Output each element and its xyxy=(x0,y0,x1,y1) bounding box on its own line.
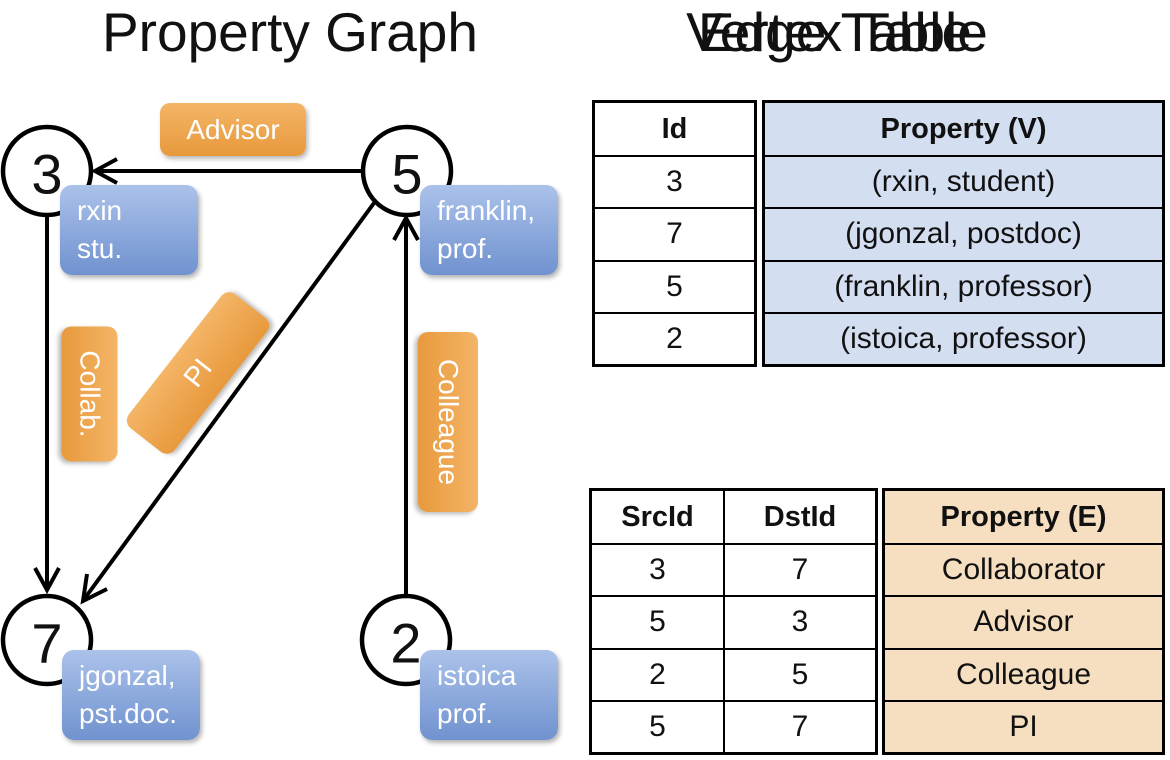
edge-table-title: Edge Table xyxy=(697,1,973,63)
edge-line-5-7 xyxy=(83,201,376,600)
vertex-table-id-header: Id xyxy=(661,112,688,145)
edge-label-advisor: Advisor xyxy=(160,103,306,156)
vertex-prop-box-5: franklin, prof. xyxy=(420,185,558,275)
vertex-table-property-header: Property (V) xyxy=(880,112,1047,145)
edge-table-property-cell: Colleague xyxy=(885,647,1162,700)
edge-label-colleague: Colleague xyxy=(418,332,478,512)
vertex-prop-line: prof. xyxy=(437,698,494,729)
vertex-prop-box-3: rxin stu. xyxy=(60,185,198,275)
edge-table-dst-cell: 3 xyxy=(723,595,875,648)
vertex-prop-line: rxin xyxy=(77,195,123,226)
edge-table-property-header: Property (E) xyxy=(940,500,1107,533)
vertex-prop-line: franklin, xyxy=(437,195,536,226)
vertex-prop-line: pst.doc. xyxy=(79,698,178,729)
arrowhead-into-7-right xyxy=(80,573,108,605)
edge-table-src-cell: 3 xyxy=(592,543,723,595)
arrowhead-into-3 xyxy=(90,157,118,185)
edge-table-dst-header: DstId xyxy=(723,491,875,544)
node-2-id: 2 xyxy=(390,611,422,675)
node-7-id: 7 xyxy=(31,611,63,675)
property-graph-title: Property Graph xyxy=(101,1,478,63)
edge-table-src-cell: 5 xyxy=(592,595,723,647)
vertex-table-property-cell: (jgonzal, postdoc) xyxy=(765,207,1162,259)
arrowhead-into-7-left xyxy=(33,567,61,595)
vertex-table-id-cell: 7 xyxy=(595,207,754,259)
vertex-table-property-cell: (franklin, professor) xyxy=(765,259,1162,312)
edge-table-property-cell: Collaborator xyxy=(885,543,1162,595)
vertex-prop-box-7: jgonzal, pst.doc. xyxy=(62,650,200,740)
edge-table-property-column: Property (E) Collaborator Advisor Collea… xyxy=(882,488,1165,755)
edge-table-dst-cell: 7 xyxy=(723,543,875,596)
edge-table-src-cell: 5 xyxy=(592,699,723,752)
vertex-table-title: Vertex Table xyxy=(686,1,988,63)
vertex-prop-line: istoica xyxy=(437,660,517,691)
vertex-prop-box-2: istoica prof. xyxy=(420,650,558,740)
vertex-prop-line: prof. xyxy=(437,233,494,264)
edge-table-dst-cell: 7 xyxy=(723,699,875,752)
edge-table-ids-columns: SrcId DstId 3 7 5 3 2 5 5 7 xyxy=(589,488,878,755)
vertex-table-id-cell: 2 xyxy=(595,311,754,364)
vertex-table-property-cell: (rxin, student) xyxy=(765,155,1162,207)
node-5-id: 5 xyxy=(391,142,423,206)
edge-label-collab: Collab. xyxy=(61,326,118,462)
vertex-table-property-cell: (istoica, professor) xyxy=(765,311,1162,364)
vertex-table-id-cell: 3 xyxy=(595,155,754,207)
vertex-table-id-column: Id 3 7 5 2 xyxy=(592,100,757,367)
edge-table-src-cell: 2 xyxy=(592,647,723,700)
edge-table-property-cell: Advisor xyxy=(885,595,1162,647)
vertex-prop-line: stu. xyxy=(77,233,123,264)
vertex-table-property-column: Property (V) (rxin, student) (jgonzal, p… xyxy=(762,100,1165,367)
vertex-prop-line: jgonzal, xyxy=(79,660,176,691)
edge-table-property-cell: PI xyxy=(885,699,1162,752)
node-3-id: 3 xyxy=(31,142,63,206)
edge-table-dst-cell: 5 xyxy=(723,647,875,700)
arrowhead-into-5 xyxy=(392,213,420,241)
vertex-table-id-cell: 5 xyxy=(595,259,754,312)
edge-table-src-header: SrcId xyxy=(621,500,694,533)
